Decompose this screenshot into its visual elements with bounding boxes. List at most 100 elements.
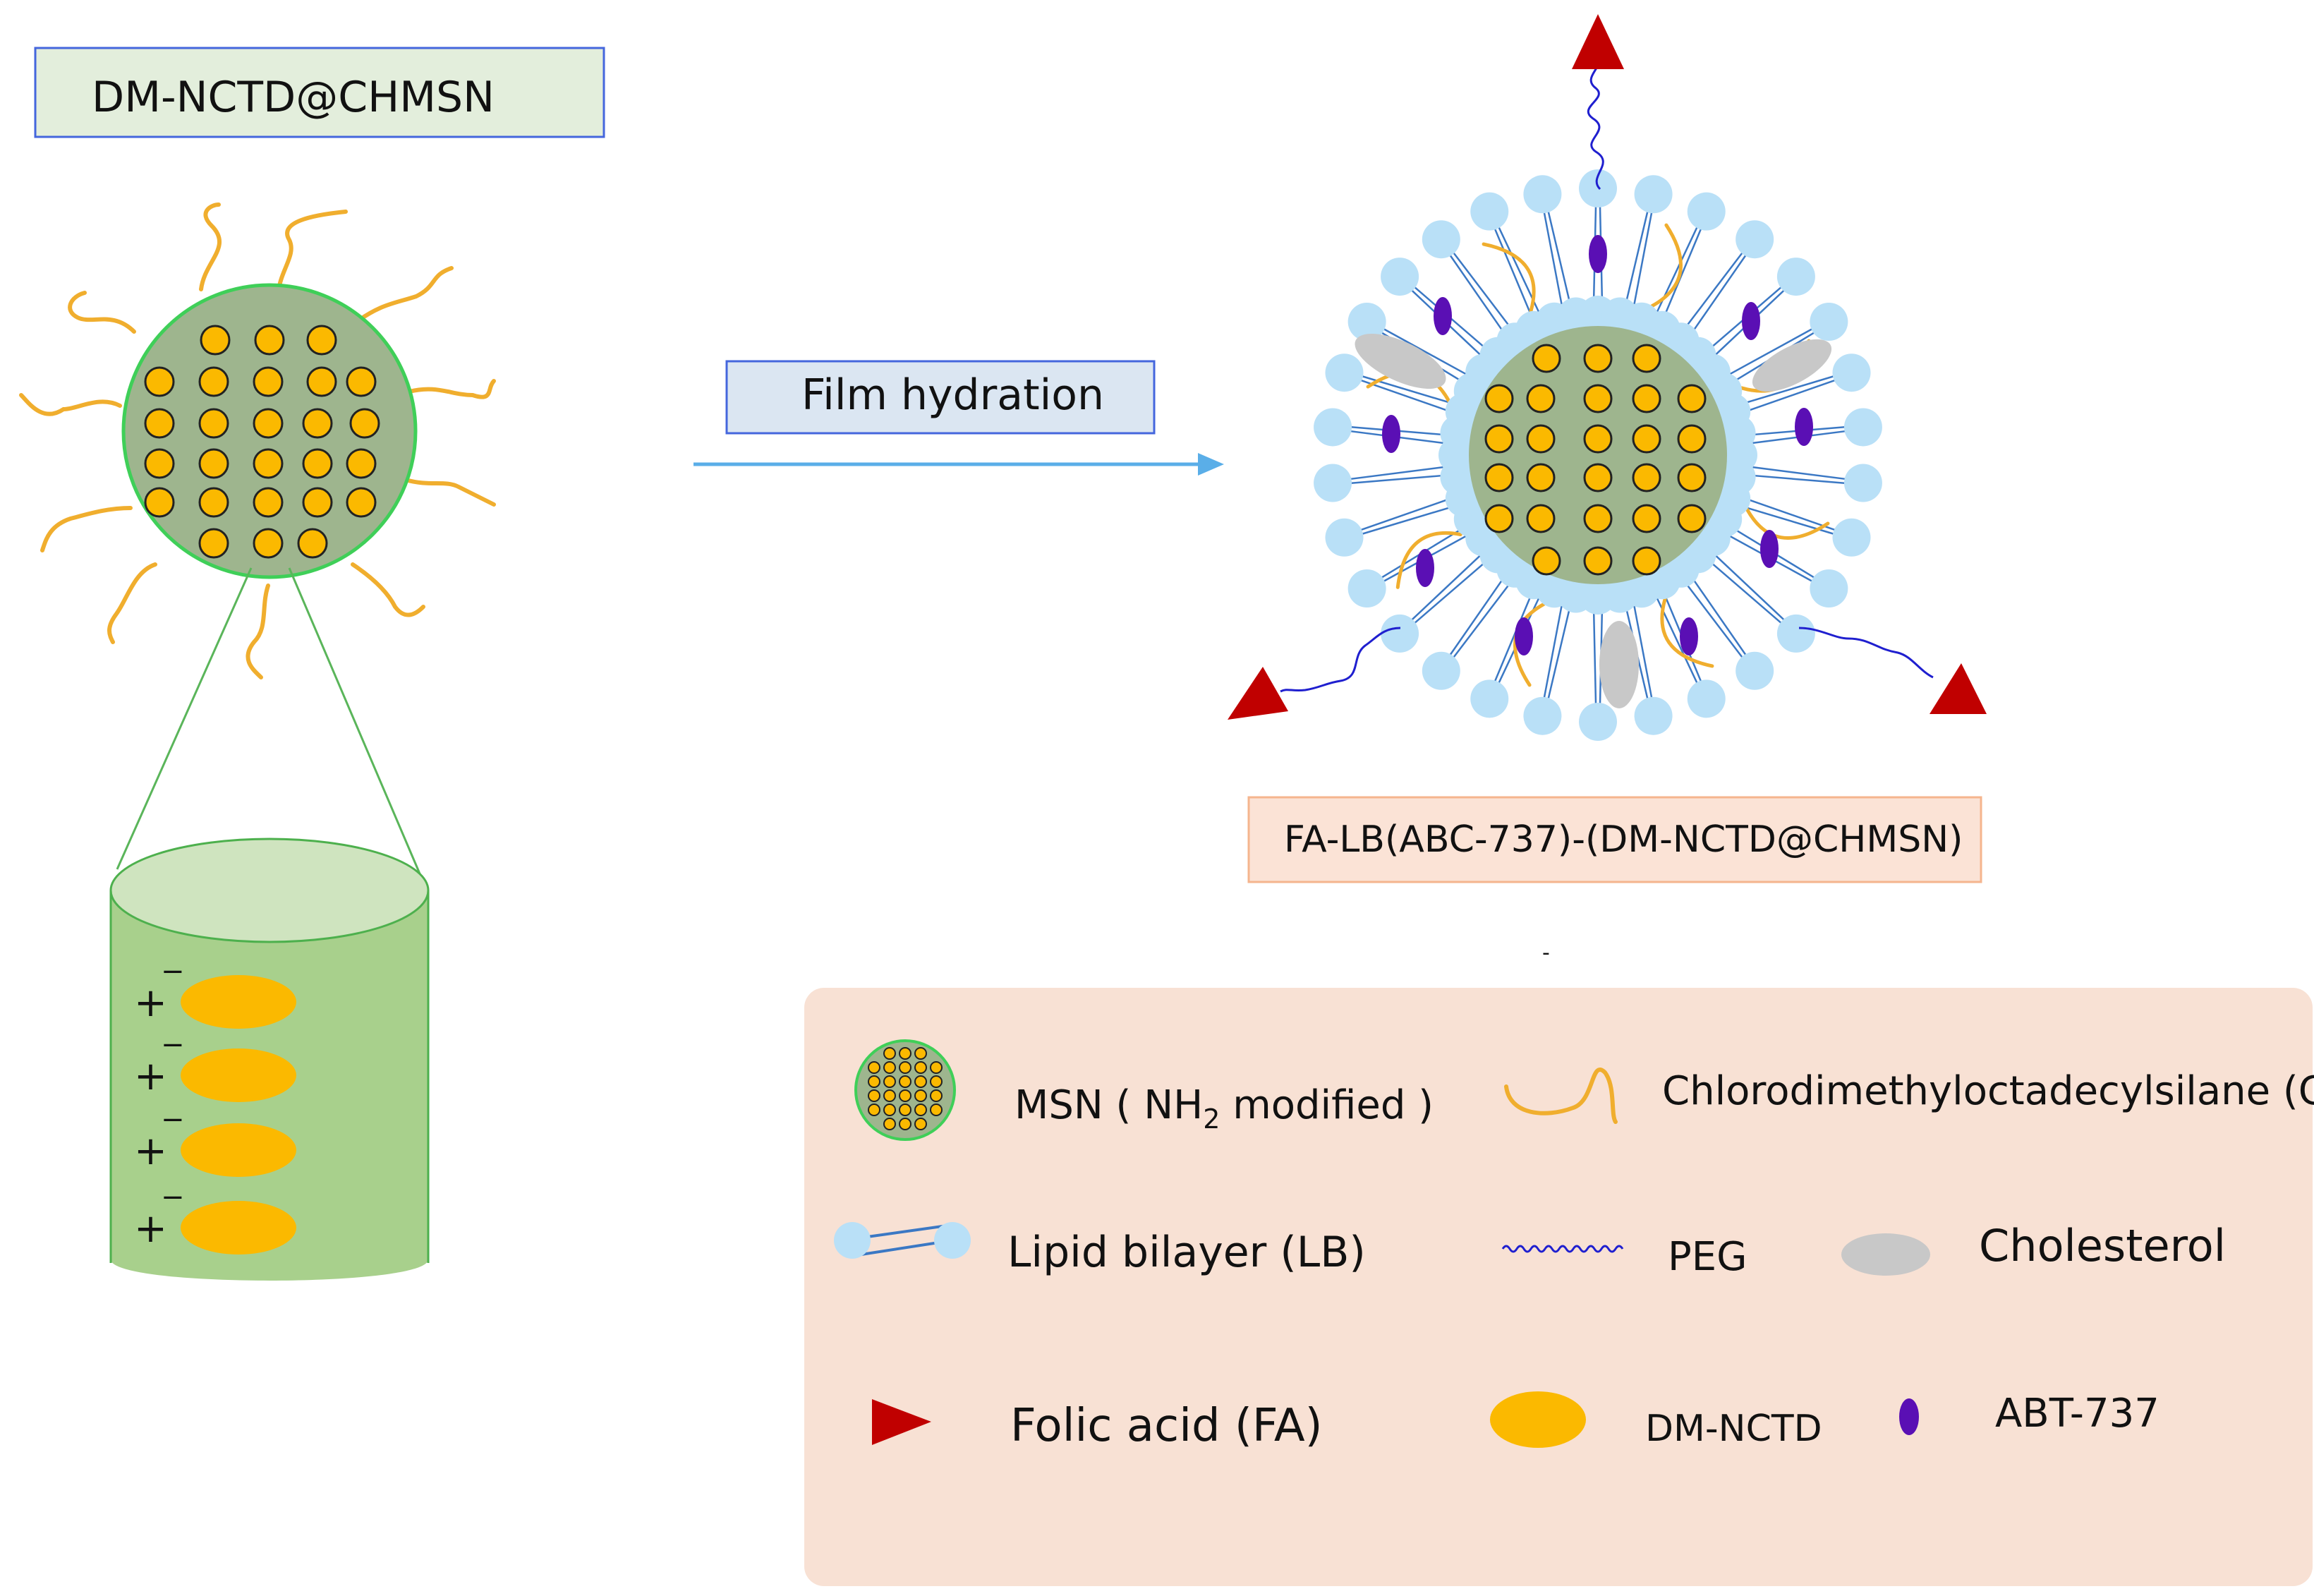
lipid-outer-head xyxy=(1810,303,1848,341)
dm-nctd-dot xyxy=(1484,424,1514,454)
dm-nctd-dot xyxy=(1583,463,1613,492)
lipid-tail-line xyxy=(1726,328,1812,377)
process-box: Film hydration xyxy=(725,360,1156,435)
dm-nctd-dot xyxy=(144,366,175,397)
dm-nctd-dot xyxy=(349,408,380,439)
ch-chain xyxy=(1745,507,1830,540)
dm-nctd-dot xyxy=(1526,384,1556,413)
legend-lb: Lipid bilayer (LB) xyxy=(834,1222,1366,1277)
lipid-outer-head xyxy=(1634,175,1673,214)
lipid-outer-head xyxy=(1579,169,1617,207)
legend-abt-icon xyxy=(1899,1398,1919,1435)
legend-msn-dot xyxy=(930,1089,943,1102)
dm-nctd-dot xyxy=(1484,384,1514,413)
legend-msn-dot xyxy=(899,1047,911,1060)
legend-fa-icon xyxy=(872,1399,931,1445)
lipid-outer-head xyxy=(1843,464,1882,502)
dm-nctd-dot xyxy=(1632,424,1661,454)
right-msn-dm-dots xyxy=(1484,344,1707,576)
lipid-tail-line xyxy=(1707,559,1782,624)
legend-msn-dot xyxy=(914,1061,927,1074)
minus-sign: − xyxy=(161,1104,185,1136)
legend-peg-label: PEG xyxy=(1668,1234,1747,1280)
legend-msn-dot xyxy=(914,1047,927,1060)
dm-nctd-dot xyxy=(144,487,175,518)
lipid-tail-line xyxy=(1740,375,1834,406)
lipid-outer-head xyxy=(1736,220,1774,259)
lipid-outer-head xyxy=(1422,220,1460,259)
lipid-outer-head xyxy=(1470,192,1509,231)
lipid-tail-line xyxy=(1632,602,1653,698)
legend-msn-dot xyxy=(883,1061,896,1074)
lipid-outer-head xyxy=(1523,175,1562,214)
cholesterol-marker xyxy=(1599,621,1639,708)
ch-chain xyxy=(1395,531,1462,589)
legend-cholesterol: Cholesterol xyxy=(1841,1220,2226,1276)
dm-nctd-dot xyxy=(1677,424,1707,454)
lipid-outer-head xyxy=(1314,408,1352,447)
dm-nctd-dot xyxy=(144,408,175,439)
abt-737-marker xyxy=(1742,302,1760,340)
lipid-tail-line xyxy=(1543,212,1563,308)
legend-peg-icon xyxy=(1501,1245,1624,1253)
plus-sign: + xyxy=(134,1206,167,1252)
legend-msn-dot xyxy=(868,1061,880,1074)
folic-acid-icon xyxy=(1228,667,1288,720)
dm-nctd-dot xyxy=(346,366,377,397)
legend-msn-dot xyxy=(883,1104,896,1116)
lipid-tail-line xyxy=(1543,602,1563,698)
left-title-box: DM-NCTD@CHMSN xyxy=(34,47,605,138)
ch-chain xyxy=(1650,223,1683,308)
legend-cholesterol-icon xyxy=(1841,1233,1930,1276)
legend-msn-dot xyxy=(883,1089,896,1102)
plus-sign: + xyxy=(134,1053,167,1099)
lipid-tail-line xyxy=(1690,574,1747,655)
dm-nctd-dot xyxy=(253,366,284,397)
lipid-tail-line xyxy=(1743,379,1836,413)
legend-msn-label: MSN ( NH2 modified ) xyxy=(1014,1082,1434,1135)
lipid-tail-line xyxy=(1383,328,1470,377)
plus-sign: + xyxy=(134,1128,167,1174)
cylinder-dm-ellipse xyxy=(181,975,296,1029)
dm-nctd-dot xyxy=(200,325,231,356)
result-box-frame xyxy=(1247,796,1982,883)
dm-nctd-dot xyxy=(297,528,328,559)
dm-nctd-dot xyxy=(1583,504,1613,533)
legend-msn-dot xyxy=(899,1104,911,1116)
abt-737-marker xyxy=(1795,408,1813,446)
dm-nctd-dot xyxy=(306,325,337,356)
legend-msn-dot xyxy=(868,1089,880,1102)
lipid-outer-head xyxy=(1687,192,1726,231)
legend-abt: ABT-737 xyxy=(1899,1391,2159,1437)
legend-msn-dot xyxy=(868,1075,880,1088)
peg-chain xyxy=(1587,63,1604,191)
zoom-line-right xyxy=(288,567,425,883)
dm-nctd-dot xyxy=(1526,424,1556,454)
legend-msn-dot xyxy=(883,1118,896,1130)
lipid-outer-heads xyxy=(1314,169,1882,741)
ch-chain xyxy=(1482,242,1536,313)
abt-737-marker xyxy=(1434,297,1452,335)
legend-msn-dot xyxy=(930,1061,943,1074)
lipid-tail-line xyxy=(1743,497,1836,531)
dm-nctd-dot xyxy=(1484,504,1514,533)
dm-nctd-dot xyxy=(1632,504,1661,533)
dm-nctd-dot xyxy=(1484,463,1514,492)
lipid-outer-head xyxy=(1523,696,1562,735)
legend-lb-head-left-icon xyxy=(834,1222,871,1259)
dm-nctd-dot xyxy=(1632,384,1661,413)
dm-nctd-dot xyxy=(1526,504,1556,533)
dm-nctd-dot xyxy=(253,448,284,479)
legend-cholesterol-label: Cholesterol xyxy=(1979,1220,2226,1271)
abt-737-marker xyxy=(1515,617,1533,655)
cholesterol-marker xyxy=(1752,339,1832,392)
legend-msn-dot xyxy=(868,1104,880,1116)
dm-nctd-dot xyxy=(1677,504,1707,533)
legend-msn-dot xyxy=(883,1075,896,1088)
lipid-tail-line xyxy=(1547,211,1572,306)
dm-nctd-dot xyxy=(198,487,229,518)
lipid-tail-line xyxy=(1690,255,1747,336)
process-arrow xyxy=(693,453,1224,476)
lipid-outer-head xyxy=(1634,696,1673,735)
left-ch-chains xyxy=(19,202,496,679)
